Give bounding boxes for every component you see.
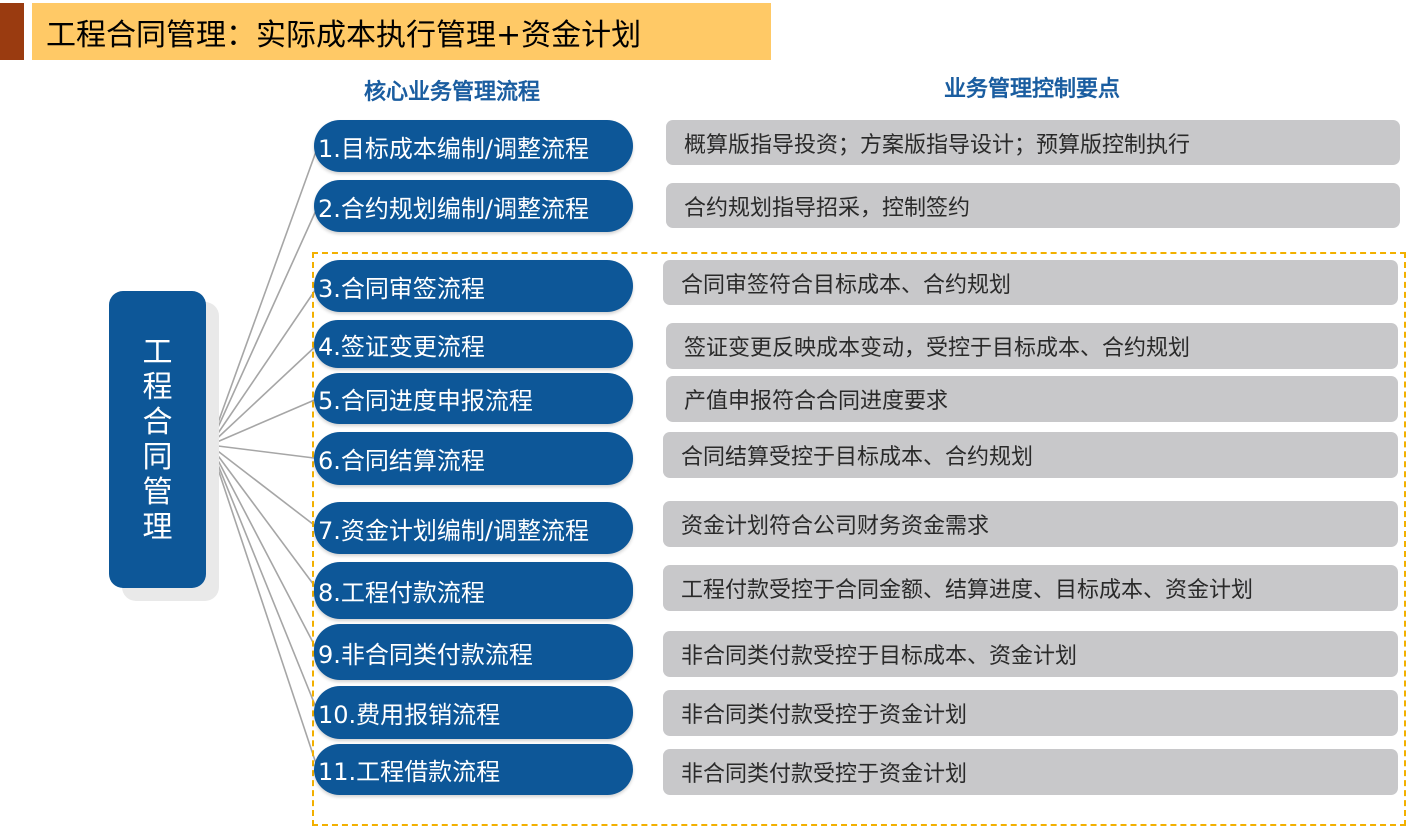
process-item-contract-approval: 3.合同审签流程 [314, 260, 633, 312]
process-label: 4.签证变更流程 [318, 332, 485, 361]
control-point-text: 工程付款受控于合同金额、结算进度、目标成本、资金计划 [681, 578, 1254, 603]
control-point-item: 合约规划指导招采，控制签约 [666, 183, 1400, 228]
control-point-text: 产值申报符合合同进度要求 [684, 389, 949, 414]
process-item-fund-plan: 7.资金计划编制/调整流程 [314, 502, 633, 554]
process-label: 5.合同进度申报流程 [318, 387, 533, 415]
root-node-char: 同 [142, 439, 173, 475]
connector-line [209, 444, 319, 713]
control-point-item: 产值申报符合合同进度要求 [666, 376, 1398, 422]
process-item-progress-report: 5.合同进度申报流程 [314, 373, 633, 424]
connector-line [209, 145, 319, 446]
process-item-contract-planning: 2.合约规划编制/调整流程 [314, 180, 633, 232]
control-point-text: 非合同类付款受控于资金计划 [681, 762, 968, 787]
control-point-text: 资金计划符合公司财务资金需求 [681, 514, 990, 539]
control-point-item: 合同结算受控于目标成本、合约规划 [663, 432, 1398, 478]
root-node-char: 程 [142, 369, 173, 405]
process-item-project-payment: 8.工程付款流程 [314, 562, 633, 619]
control-point-text: 合同审签符合目标成本、合约规划 [681, 272, 1012, 298]
control-point-item: 合同审签符合目标成本、合约规划 [663, 260, 1398, 305]
process-label: 1.目标成本编制/调整流程 [318, 134, 589, 163]
connector-line [209, 397, 319, 446]
process-item-project-loan: 11.工程借款流程 [314, 744, 633, 795]
control-point-item: 工程付款受控于合同金额、结算进度、目标成本、资金计划 [663, 565, 1398, 611]
control-point-text: 合约规划指导招采，控制签约 [684, 195, 971, 221]
control-point-text: 概算版指导投资；方案版指导设计；预算版控制执行 [684, 132, 1191, 158]
control-point-item: 签证变更反映成本变动，受控于目标成本、合约规划 [666, 323, 1398, 369]
control-point-item: 非合同类付款受控于目标成本、资金计划 [663, 631, 1398, 677]
root-node: 工 程 合 同 管 理 [109, 291, 206, 588]
process-item-visa-change: 4.签证变更流程 [314, 320, 633, 368]
root-node-char: 理 [142, 509, 173, 545]
control-point-item: 概算版指导投资；方案版指导设计；预算版控制执行 [666, 120, 1400, 165]
page-title: 工程合同管理：实际成本执行管理+资金计划 [32, 3, 771, 60]
control-point-text: 合同结算受控于目标成本、合约规划 [681, 445, 1034, 470]
connector-line [209, 444, 319, 460]
process-label: 7.资金计划编制/调整流程 [318, 516, 589, 545]
connector-line [209, 285, 319, 446]
root-node-char: 工 [142, 334, 173, 370]
processes-header: 核心业务管理流程 [364, 80, 541, 105]
process-label: 11.工程借款流程 [318, 758, 501, 786]
process-item-contract-settlement: 6.合同结算流程 [314, 432, 633, 485]
connector-line [209, 444, 319, 770]
contract-execution-group-frame [312, 252, 1406, 826]
process-label: 10.费用报销流程 [318, 701, 501, 729]
process-item-target-cost: 1.目标成本编制/调整流程 [314, 120, 633, 172]
process-label: 6.合同结算流程 [318, 447, 485, 475]
process-label: 3.合同审签流程 [318, 274, 485, 303]
process-item-non-contract-payment: 9.非合同类付款流程 [314, 624, 633, 680]
control-point-text: 签证变更反映成本变动，受控于目标成本、合约规划 [684, 336, 1191, 361]
page-title-text: 工程合同管理：实际成本执行管理+资金计划 [46, 17, 642, 53]
root-node-char: 合 [142, 404, 173, 440]
process-label: 2.合约规划编制/调整流程 [318, 194, 589, 223]
process-item-expense-reimbursement: 10.费用报销流程 [314, 686, 633, 739]
control-point-item: 资金计划符合公司财务资金需求 [663, 501, 1398, 547]
control-points-header: 业务管理控制要点 [944, 77, 1121, 102]
connector-line [209, 205, 319, 446]
control-point-item: 非合同类付款受控于资金计划 [663, 749, 1398, 795]
process-label: 9.非合同类付款流程 [318, 640, 533, 669]
title-accent-bar [0, 3, 24, 60]
root-node-char: 管 [142, 474, 173, 510]
connector-line [209, 343, 319, 446]
connector-line [209, 444, 319, 591]
control-point-item: 非合同类付款受控于资金计划 [663, 690, 1398, 736]
connector-line [209, 444, 319, 653]
control-point-text: 非合同类付款受控于资金计划 [681, 703, 968, 728]
connector-line [209, 444, 319, 529]
process-label: 8.工程付款流程 [318, 579, 485, 607]
control-point-text: 非合同类付款受控于目标成本、资金计划 [681, 644, 1078, 669]
